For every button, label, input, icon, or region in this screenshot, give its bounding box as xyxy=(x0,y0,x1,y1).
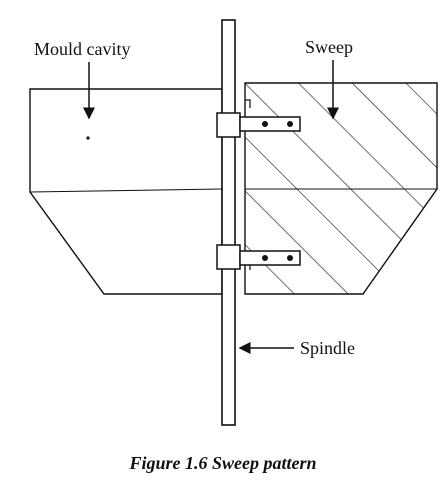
label-sweep: Sweep xyxy=(305,37,353,57)
upper-bolt-2 xyxy=(287,121,293,127)
sweep-step-detail-top xyxy=(245,99,251,108)
cavity-dot xyxy=(86,136,90,140)
mould-cavity-outline xyxy=(29,88,223,295)
mould-parting-line xyxy=(29,188,223,193)
lower-bolt-2 xyxy=(287,255,293,261)
lower-clamp-collar xyxy=(216,244,241,270)
lower-bolt-1 xyxy=(262,255,268,261)
label-mould-cavity: Mould cavity xyxy=(34,39,131,59)
upper-clamp-arm xyxy=(239,116,301,132)
upper-bolt-1 xyxy=(262,121,268,127)
spindle xyxy=(221,19,236,426)
figure-caption: Figure 1.6 Sweep pattern xyxy=(128,453,316,473)
label-spindle: Spindle xyxy=(300,338,355,358)
lower-clamp-arm xyxy=(239,250,301,266)
upper-clamp-collar xyxy=(216,112,241,138)
